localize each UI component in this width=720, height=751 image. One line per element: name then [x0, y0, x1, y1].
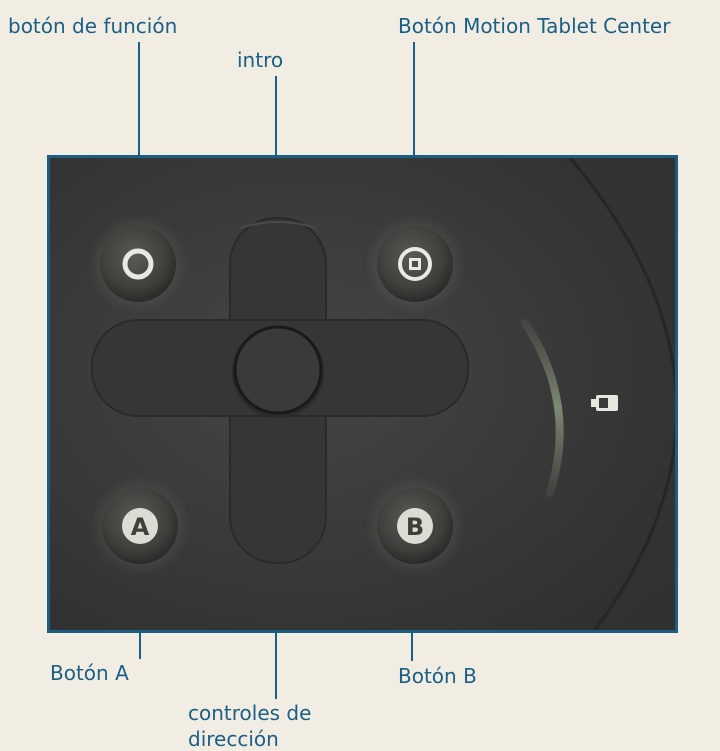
direction-leader-line	[275, 633, 277, 699]
function-button-label: botón de función	[8, 14, 177, 38]
b-glyph: B	[406, 513, 424, 541]
direction-controls-label-line1: controles de	[188, 701, 311, 725]
b-leader-line	[411, 633, 413, 661]
motion-center-button-label: Botón Motion Tablet Center	[398, 14, 670, 38]
b-button[interactable]: B	[365, 476, 465, 576]
enter-label: intro	[237, 48, 283, 72]
function-leader-line	[138, 42, 140, 155]
a-button-label: Botón A	[50, 661, 129, 685]
b-button-label: Botón B	[398, 664, 477, 688]
control-panel-graphic: A B	[50, 158, 675, 630]
motion-center-leader-line	[413, 42, 415, 155]
function-button[interactable]	[88, 214, 188, 314]
direction-controls-label-line2: dirección	[188, 727, 279, 751]
a-button[interactable]: A	[90, 476, 190, 576]
enter-button[interactable]	[232, 326, 324, 418]
enter-leader-line	[275, 76, 277, 155]
tablet-control-panel: A B	[47, 155, 678, 633]
a-glyph: A	[131, 513, 150, 541]
a-leader-line	[139, 633, 141, 659]
motion-center-button[interactable]	[365, 214, 465, 314]
